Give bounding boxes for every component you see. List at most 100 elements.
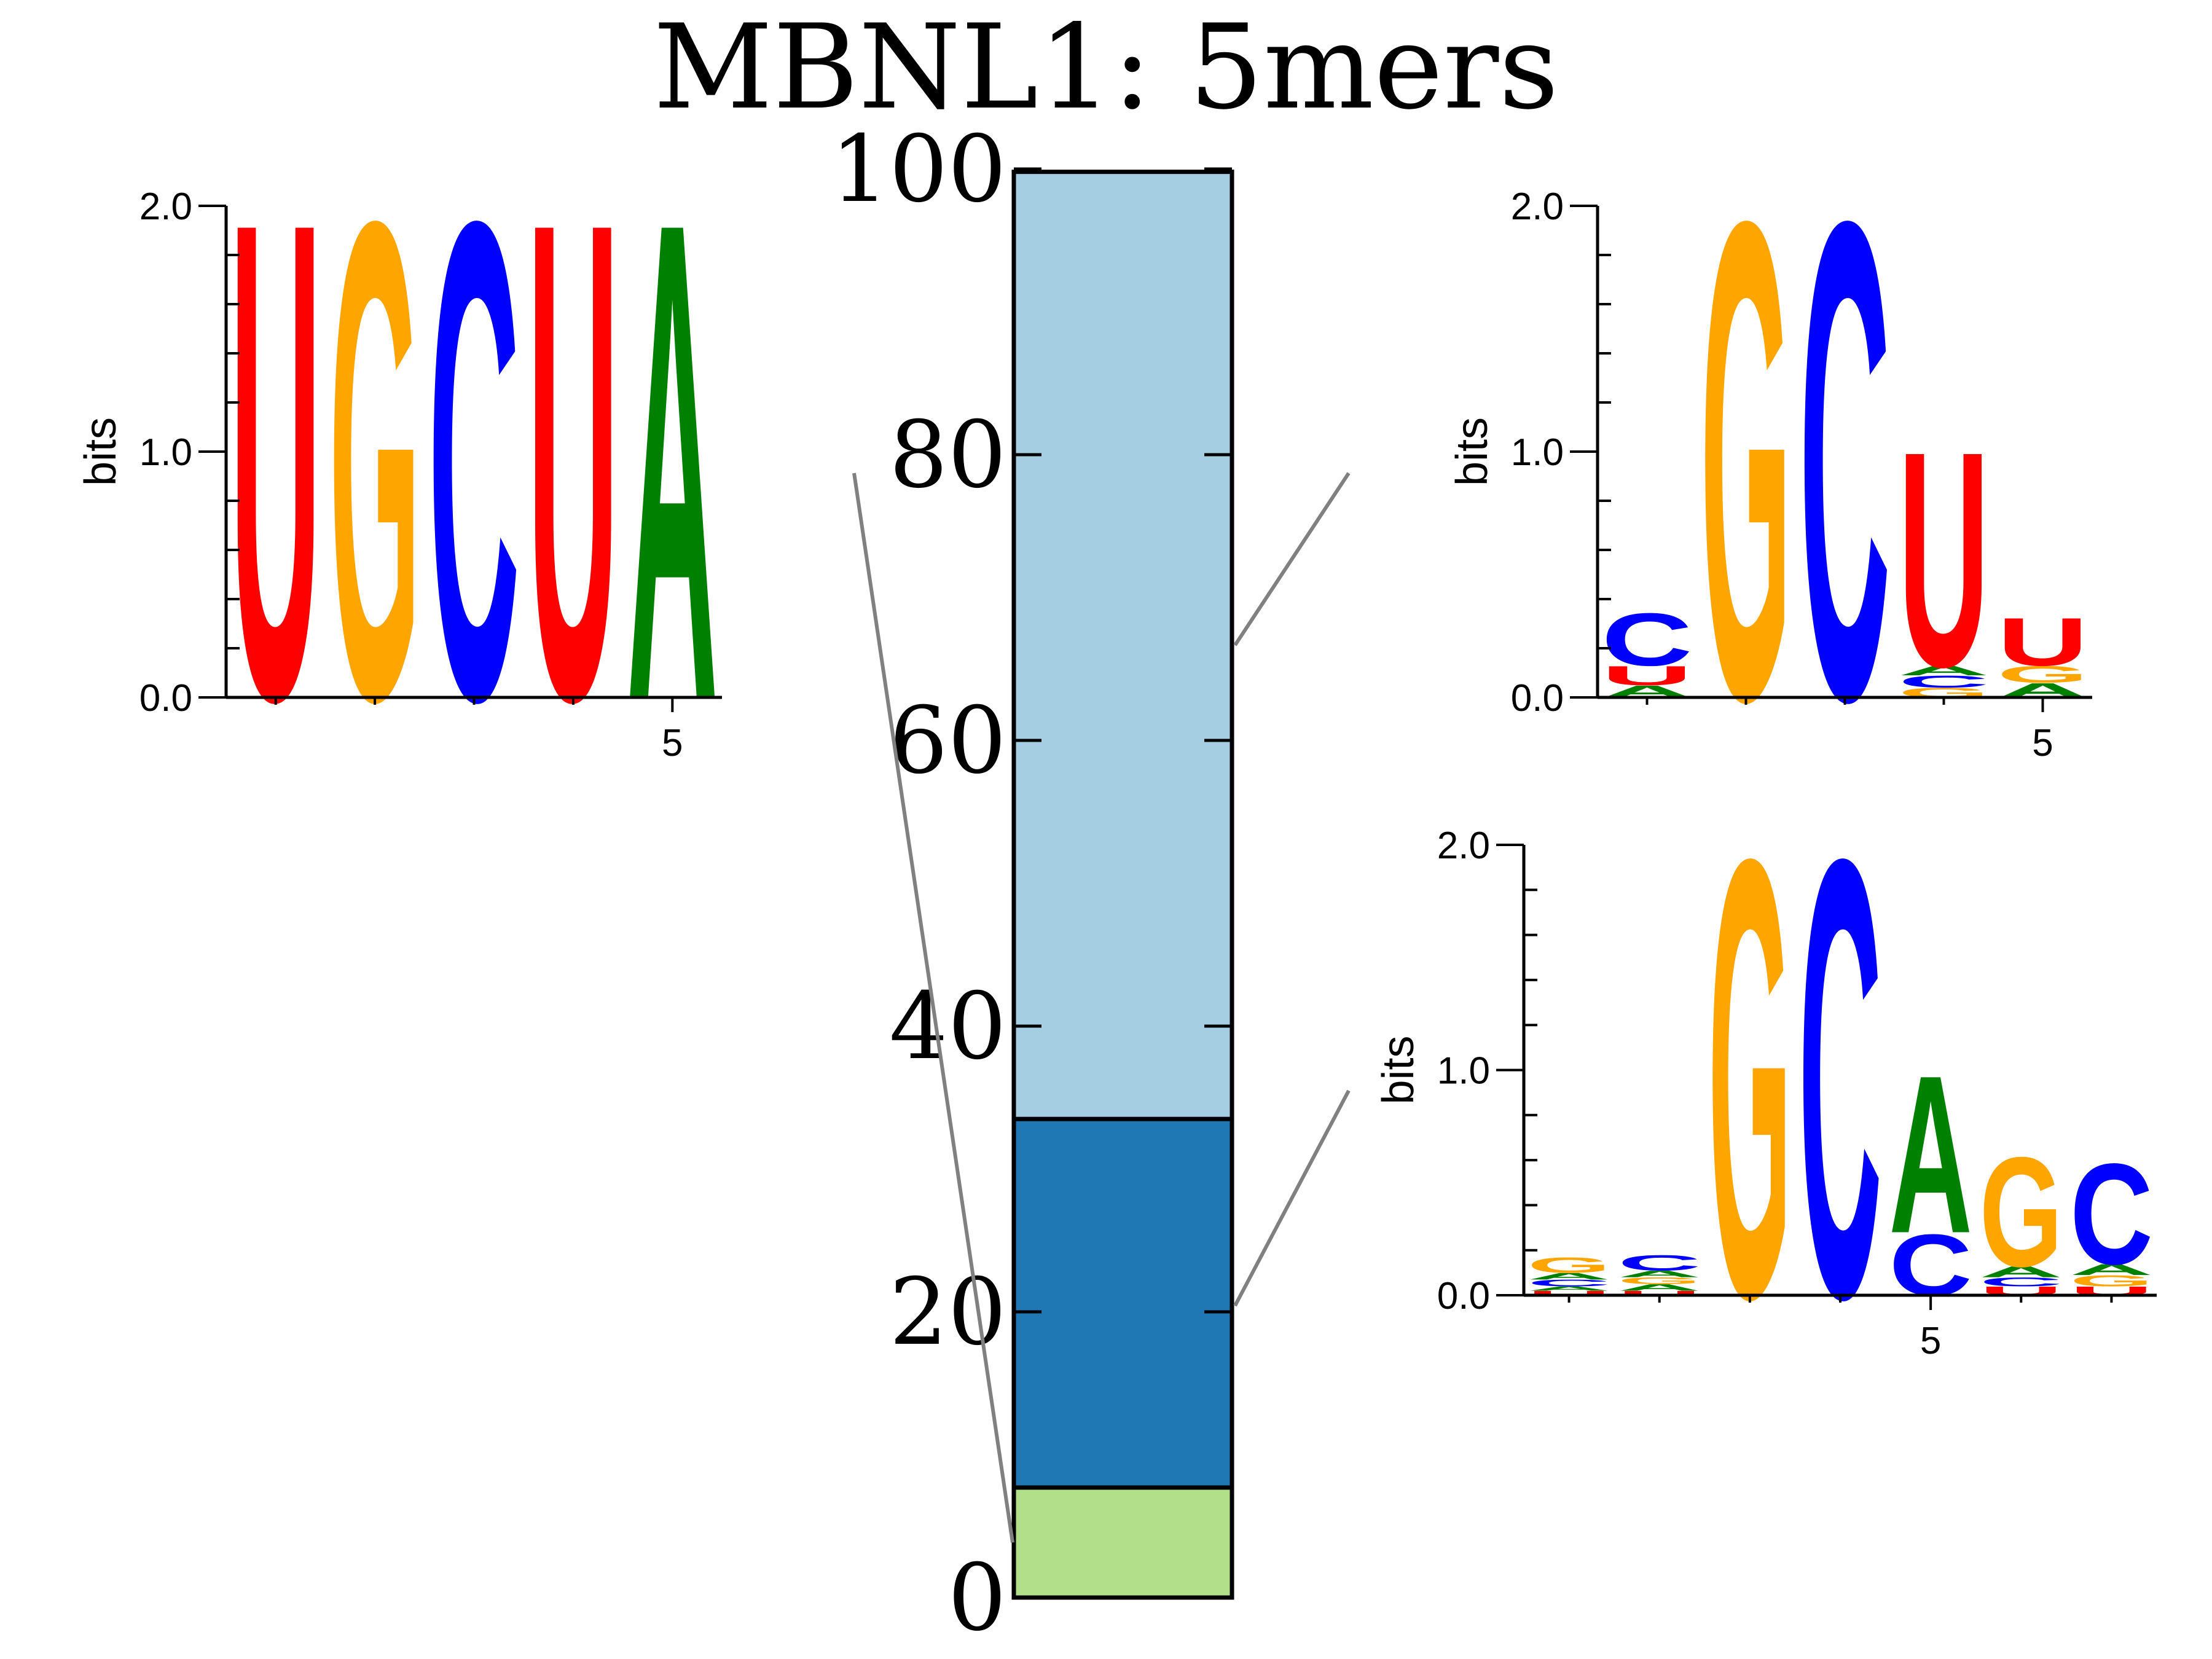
logo-y-axis-label: bits	[1374, 1035, 1423, 1104]
logo-y-tick-label: 2.0	[1511, 186, 1564, 228]
logo-letter-c: C	[1601, 597, 1692, 681]
logo-letter-a: A	[1528, 1285, 1610, 1292]
logo-letter-c: C	[2070, 1134, 2153, 1295]
logo-letter-g: G	[329, 79, 420, 842]
logo-letter-glyph: A	[1889, 1029, 1972, 1281]
logo-letter-glyph: G	[329, 79, 420, 842]
logo-letter-a: A	[1980, 1263, 2063, 1281]
bar-segment-2	[1011, 170, 1234, 1121]
logo-letter-glyph: G	[1618, 1276, 1701, 1286]
bar-segment-1	[1011, 1116, 1234, 1490]
logo-letter-glyph: U	[1898, 388, 1989, 731]
logo-letter-a: A	[1618, 1282, 1701, 1293]
logo-letter-glyph: G	[2070, 1272, 2153, 1289]
logo-letter-g: G	[1618, 1276, 1701, 1286]
logo-letter-glyph: C	[1528, 1278, 1610, 1288]
logo-letter-glyph: U	[230, 79, 321, 842]
logo-letter-glyph: C	[2070, 1134, 2153, 1295]
logo-letter-c: C	[1898, 672, 1989, 691]
logo-letter-u: U	[1528, 1290, 1610, 1296]
logo-letter-glyph: C	[1799, 79, 1890, 842]
logo-letter-glyph: U	[1601, 661, 1692, 691]
logo-letter-glyph: A	[1618, 1269, 1701, 1279]
logo-letter-glyph: G	[1997, 661, 2088, 688]
logo-letter-glyph: A	[1898, 663, 1989, 678]
logo-letter-a: A	[2070, 1261, 2153, 1278]
logo-letter-u: U	[1601, 661, 1692, 691]
connector-line-2	[1233, 1089, 1351, 1307]
logo-letter-glyph: G	[1528, 1253, 1610, 1277]
bar-tick-label: 20	[889, 1259, 1006, 1366]
logo-letter-c: C	[1618, 1250, 1701, 1275]
logo-letter-g: G	[1997, 661, 2088, 688]
logo-y-tick-label: 0.0	[1437, 1275, 1490, 1317]
logo-y-tick-label: 0.0	[1511, 677, 1564, 720]
logo-letter-glyph: C	[1601, 597, 1692, 681]
logo-y-axis-label: bits	[76, 417, 125, 486]
logo-letter-a: A	[1898, 663, 1989, 678]
logo-x-tick-label: 5	[1920, 1320, 1941, 1362]
logo-letter-u: U	[1997, 603, 2088, 680]
logo-letter-g: G	[1980, 1125, 2063, 1300]
logo-x-tick-label: 5	[2032, 722, 2053, 764]
logo-letter-glyph: G	[1708, 729, 1791, 1428]
logo-letter-g: G	[2070, 1272, 2153, 1289]
logo-letter-a: A	[1528, 1271, 1610, 1282]
bar-tick-label: 80	[889, 402, 1006, 509]
logo-letter-c: C	[428, 79, 519, 842]
logo-x-tick-label: 5	[662, 722, 683, 764]
logo-letter-glyph: C	[1618, 1250, 1701, 1275]
connector-line-1	[1233, 472, 1351, 646]
bar-tick-label: 100	[831, 116, 1006, 223]
logo-letter-glyph: C	[1980, 1275, 2063, 1289]
logo-letter-glyph: U	[1997, 603, 2088, 680]
logo-letter-glyph: A	[1528, 1271, 1610, 1282]
logo-letter-c: C	[1528, 1278, 1610, 1288]
logo-letter-u: U	[528, 79, 619, 842]
logo-y-tick-label: 1.0	[1437, 1050, 1490, 1092]
bar-tick-label: 40	[889, 973, 1006, 1080]
bar-tick-label: 0	[948, 1545, 1006, 1652]
logo-letter-glyph: A	[1618, 1282, 1701, 1293]
logo-letter-glyph: A	[627, 79, 718, 842]
logo-letter-a: A	[627, 79, 718, 842]
logo-letter-glyph: A	[2070, 1261, 2153, 1278]
logo-letter-glyph: U	[1528, 1290, 1610, 1296]
bar-tick-label: 60	[889, 688, 1006, 794]
connector-line-0	[852, 473, 1014, 1543]
logo-letter-c: C	[1798, 729, 1881, 1428]
logo-letter-glyph: U	[1618, 1290, 1701, 1296]
logo-letter-glyph: A	[1528, 1285, 1610, 1292]
bar-segment-0	[1011, 1485, 1234, 1600]
logo-y-tick-label: 2.0	[139, 186, 192, 228]
logo-letter-g: G	[1528, 1253, 1610, 1277]
logo-y-tick-label: 1.0	[139, 431, 192, 474]
logo-letter-a: A	[1889, 1029, 1972, 1281]
logo-letter-glyph: G	[1700, 79, 1791, 842]
logo-letter-c: C	[1799, 79, 1890, 842]
logo-letter-glyph: C	[1798, 729, 1881, 1428]
logo-letter-g: G	[1700, 79, 1791, 842]
logo-letter-glyph: G	[1980, 1125, 2063, 1300]
stacked-percentage-bar: 0 20 40 60 80 100	[831, 116, 1234, 1652]
logo-y-axis-label: bits	[1448, 417, 1497, 486]
logo-letter-g: G	[1708, 729, 1791, 1428]
logo-letter-glyph: U	[528, 79, 619, 842]
logo-letter-u: U	[1618, 1290, 1701, 1296]
logo-letter-u: U	[1898, 388, 1989, 731]
logo-y-tick-label: 2.0	[1437, 825, 1490, 867]
logo-letter-u: U	[230, 79, 321, 842]
logo-y-tick-label: 1.0	[1511, 431, 1564, 474]
logo-letter-glyph: A	[1980, 1263, 2063, 1281]
logo-letter-glyph: C	[1898, 672, 1989, 691]
connector-lines	[852, 472, 1351, 1543]
logo-y-tick-label: 0.0	[139, 677, 192, 720]
logo-letter-glyph: C	[428, 79, 519, 842]
chart-title: MBNL1: 5mers	[653, 0, 1559, 135]
logo-letter-c: C	[1980, 1275, 2063, 1289]
logo-letter-a: A	[1618, 1269, 1701, 1279]
